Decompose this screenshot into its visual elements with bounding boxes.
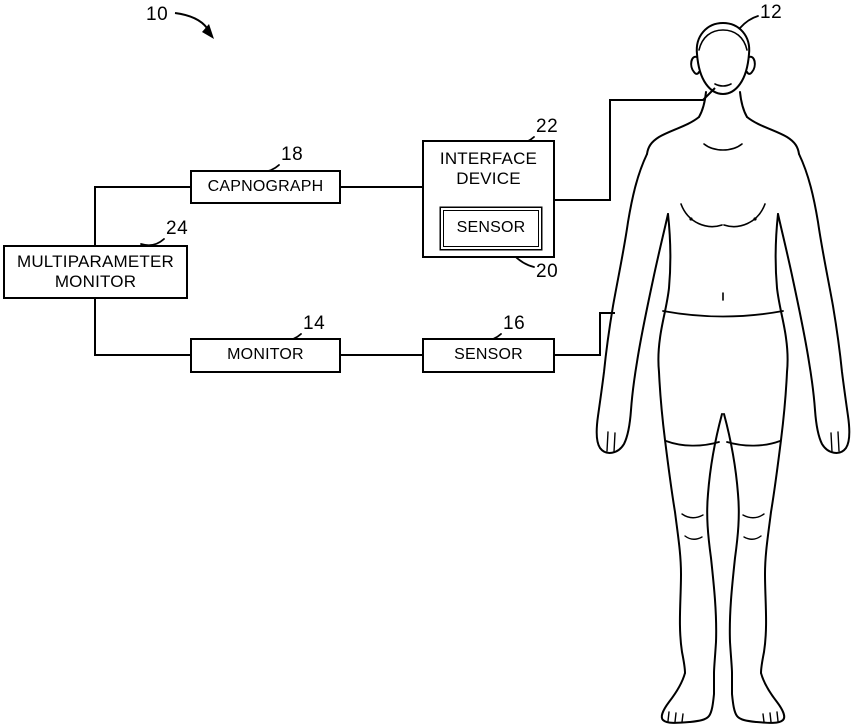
- body-clavicle: [703, 143, 743, 151]
- interface-device-label-line2: DEVICE: [456, 169, 521, 189]
- ref-label-interface-device: 22: [536, 116, 559, 137]
- multiparameter-monitor-box: MULTIPARAMETER MONITOR: [3, 245, 188, 299]
- ref-label-multiparameter-monitor: 24: [166, 218, 189, 239]
- sensor-box: SENSOR: [422, 338, 555, 373]
- ref-label-interface-sensor: 20: [536, 261, 559, 282]
- capnograph-label: CAPNOGRAPH: [207, 177, 324, 195]
- human-figure: [595, 22, 851, 724]
- leader-12: [739, 15, 759, 29]
- monitor-label: MONITOR: [227, 346, 304, 364]
- ref-label-monitor: 14: [303, 313, 326, 334]
- multiparameter-monitor-label-line1: MULTIPARAMETER: [16, 251, 175, 271]
- body-toes-right: [762, 711, 779, 723]
- connector-multiparam-to-capnograph: [94, 186, 190, 245]
- interface-sensor-label: SENSOR: [456, 219, 526, 237]
- connector-lines: [94, 87, 716, 356]
- body-fingers-right: [830, 431, 840, 453]
- ref-label-system: 10: [146, 4, 169, 25]
- connector-sensor-to-body: [555, 312, 615, 356]
- body-hairline: [698, 29, 748, 51]
- leader-24: [140, 238, 165, 247]
- monitor-box: MONITOR: [190, 338, 341, 373]
- body-arm-right: [777, 153, 851, 454]
- ref-label-sensor: 16: [503, 313, 526, 334]
- body-arm-left: [595, 153, 669, 454]
- ref-label-patient: 12: [760, 2, 783, 23]
- capnograph-box: CAPNOGRAPH: [190, 170, 341, 204]
- body-ear-right: [746, 55, 756, 75]
- interface-device-label-line1: INTERFACE: [439, 149, 538, 168]
- body-shoulder-right: [746, 116, 800, 155]
- body-knee-left: [681, 513, 704, 540]
- body-shoulder-left: [646, 116, 700, 155]
- multiparameter-monitor-label-line2: MONITOR: [54, 272, 137, 291]
- body-fingers-left: [606, 431, 616, 453]
- body-toes-left: [667, 711, 684, 723]
- interface-device-box: INTERFACE DEVICE SENSOR: [422, 140, 555, 258]
- body-mouth: [714, 83, 732, 87]
- body-pec-right: [723, 203, 766, 228]
- connector-multiparam-to-monitor: [94, 298, 190, 356]
- ref-label-capnograph: 18: [281, 144, 304, 165]
- body-head: [695, 22, 751, 95]
- body-shorts-hem-right: [726, 440, 781, 447]
- connector-interface-to-mouth: [555, 87, 716, 201]
- body-inner-leg-left: [706, 413, 723, 674]
- body-torso-leg-left: [657, 213, 686, 674]
- body-shorts-hem-left: [665, 440, 720, 447]
- body-waistband: [662, 310, 784, 318]
- body-neck: [698, 91, 748, 118]
- figure-number-arrow: [174, 12, 214, 39]
- interface-sensor-box: SENSOR: [443, 210, 539, 247]
- sensor-label: SENSOR: [454, 346, 523, 364]
- body-inner-leg-right: [723, 413, 740, 674]
- body-ear-left: [690, 55, 700, 75]
- body-nipple-right: [753, 217, 757, 221]
- body-pec-left: [680, 203, 723, 228]
- body-foot-left: [660, 672, 715, 724]
- body-torso-leg-right: [760, 213, 789, 674]
- body-nipple-left: [689, 217, 693, 221]
- body-knee-right: [742, 513, 765, 540]
- body-foot-right: [731, 672, 786, 724]
